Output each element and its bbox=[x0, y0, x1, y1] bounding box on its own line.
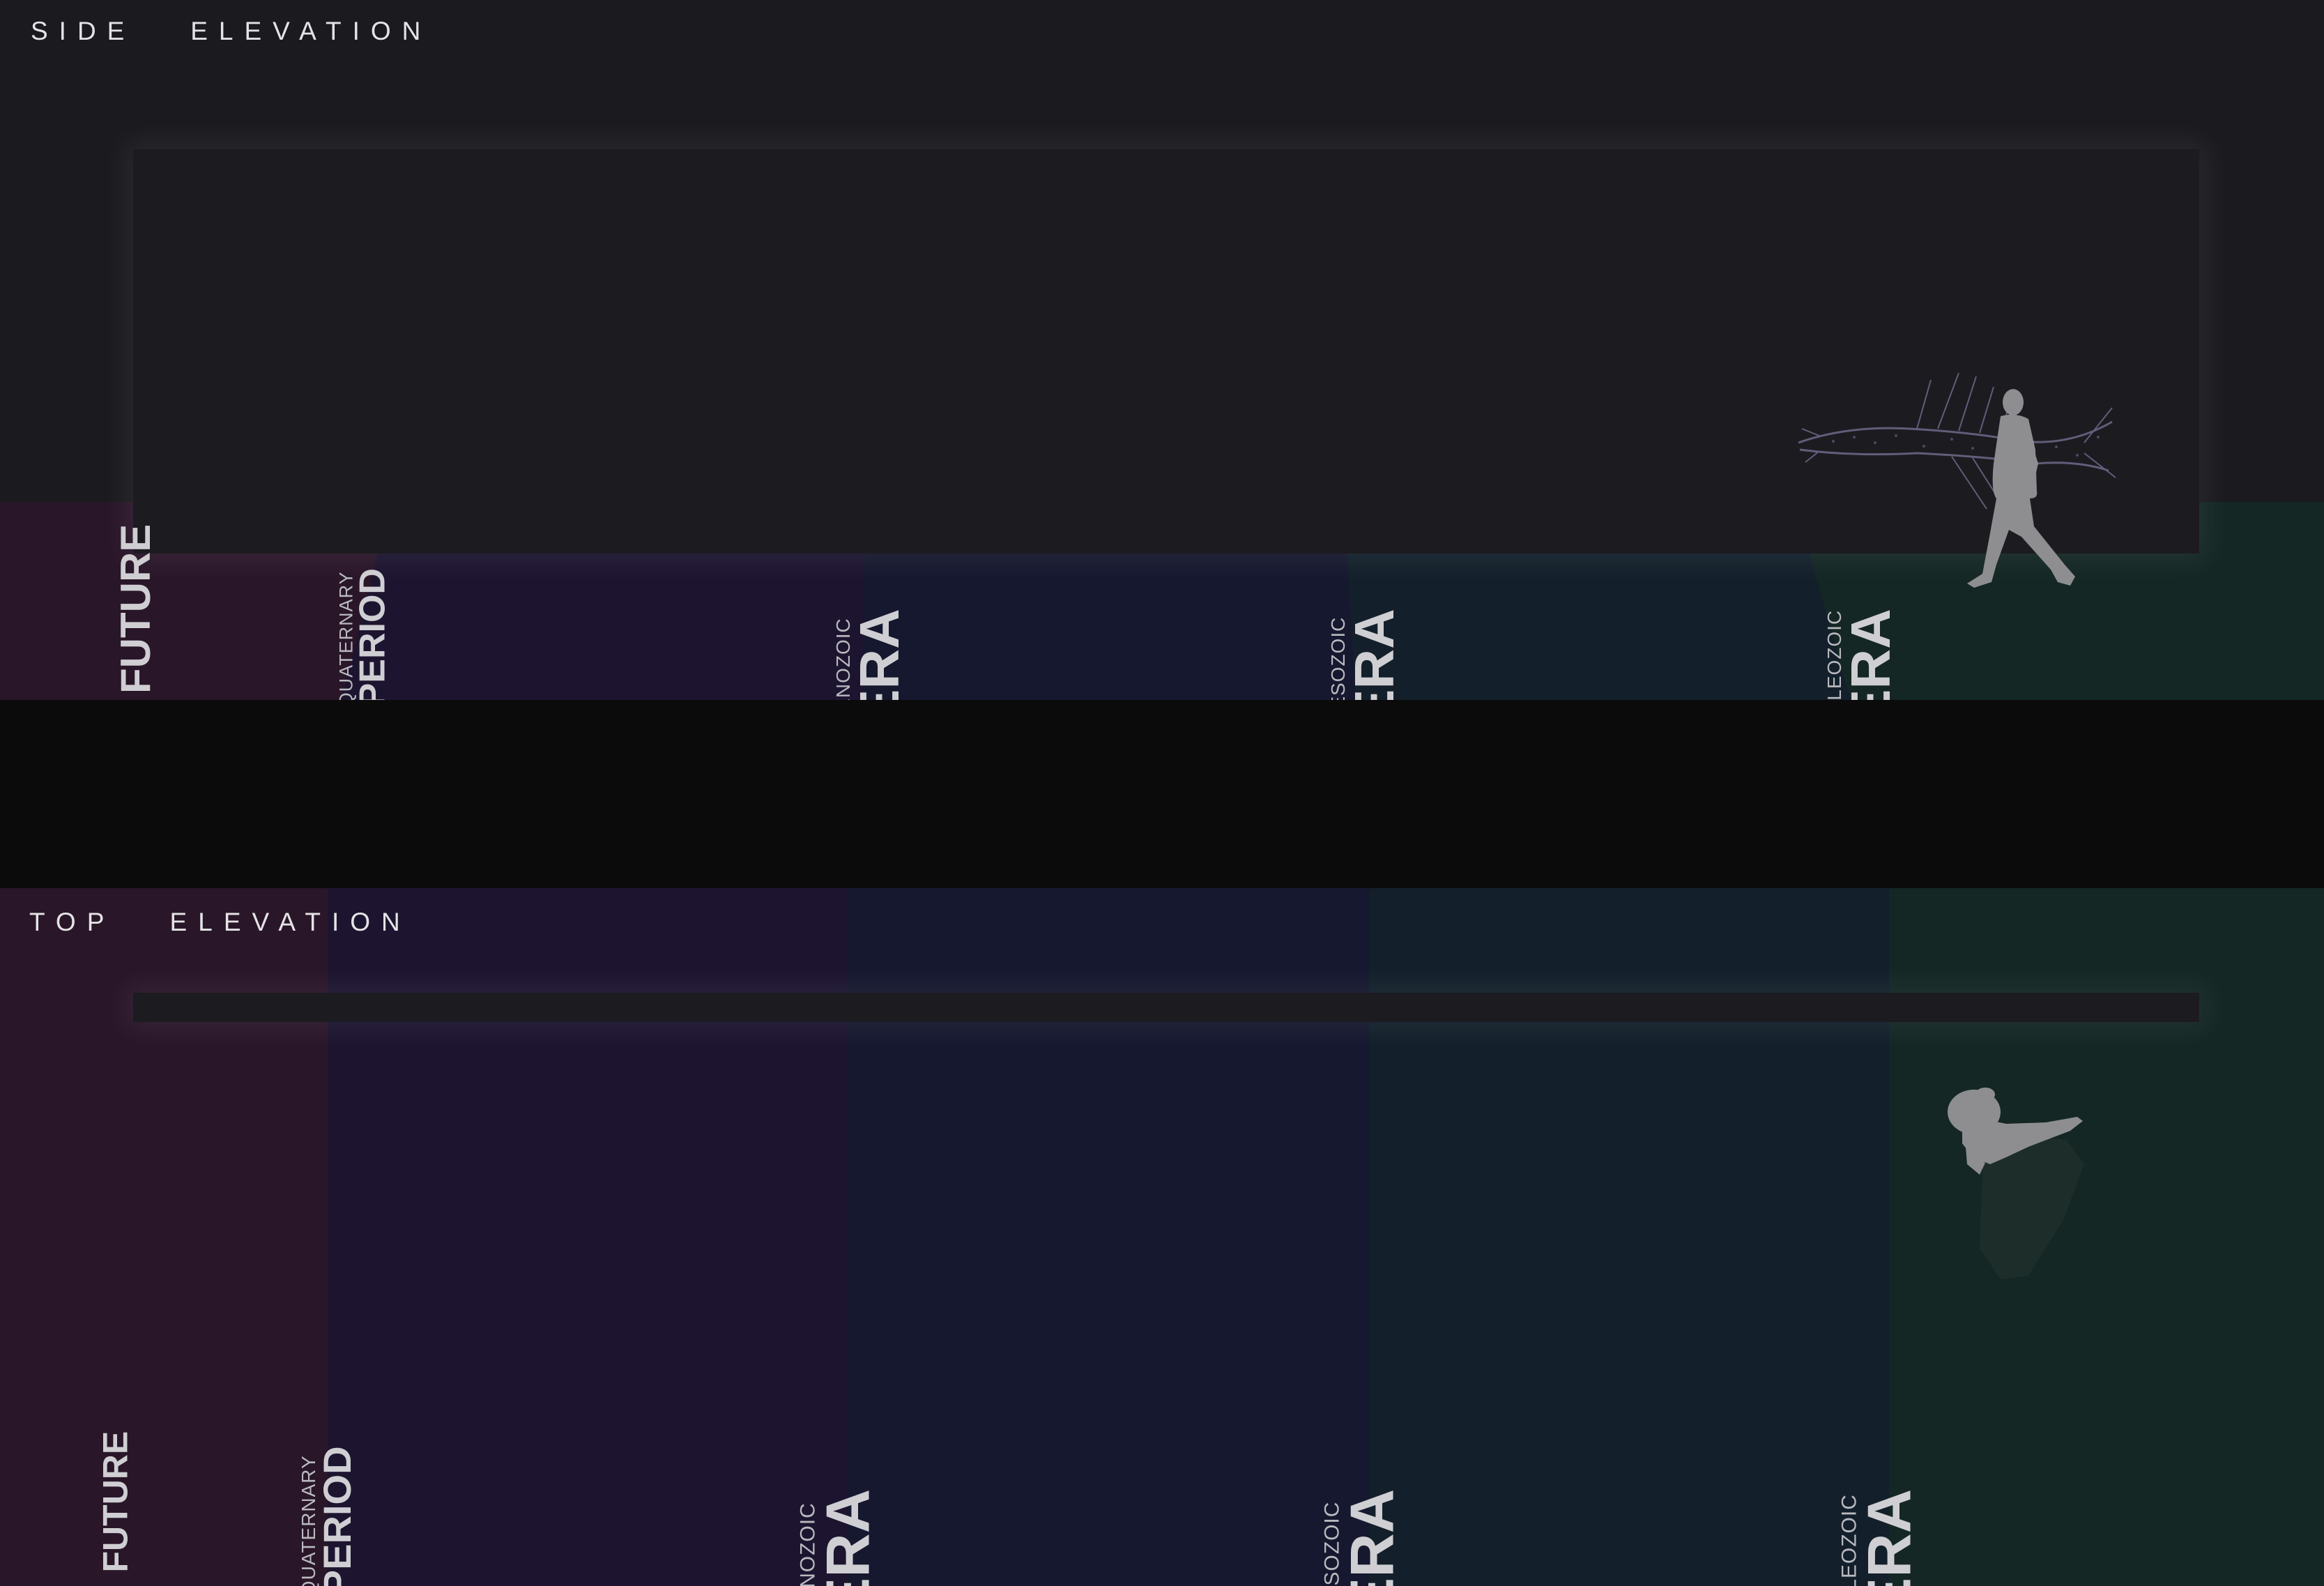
side-label-paleozoic-big: ERA bbox=[1840, 609, 1902, 700]
side-label-mesozoic-big: ERA bbox=[1343, 609, 1405, 700]
top-label-future-text: FUTURE bbox=[95, 1431, 135, 1573]
top-label-paleozoic: PALEOZOIC ERA bbox=[1837, 1488, 1924, 1586]
top-label-cenozoic-big: ERA bbox=[813, 1488, 882, 1586]
side-label-cenozoic-big: ERA bbox=[848, 609, 910, 700]
side-exhibit-wall bbox=[133, 149, 2199, 554]
fish-fossil-icon bbox=[1798, 372, 2116, 510]
side-label-mesozoic: MESOZOIC ERA bbox=[1327, 609, 1405, 700]
person-top-view-icon bbox=[1948, 1088, 2084, 1279]
top-exhibit-wall bbox=[133, 993, 2199, 1022]
side-label-paleozoic: PALEOZOIC ERA bbox=[1824, 609, 1902, 700]
side-label-future-text: FUTURE bbox=[112, 524, 159, 694]
side-elevation-panel: SIDE ELEVATION FUTURE QUATERNARY bbox=[0, 0, 2324, 700]
side-elevation-title: SIDE ELEVATION bbox=[31, 17, 432, 45]
top-label-mesozoic: MESOZOIC ERA bbox=[1320, 1488, 1407, 1586]
walking-person-icon bbox=[1967, 389, 2075, 588]
top-label-mesozoic-big: ERA bbox=[1337, 1488, 1407, 1586]
top-elevation-title: TOP ELEVATION bbox=[29, 908, 411, 936]
top-label-future: FUTURE bbox=[95, 1431, 135, 1573]
section-divider bbox=[0, 700, 2324, 888]
side-label-future: FUTURE bbox=[112, 524, 159, 694]
side-label-quaternary-big: PERIOD bbox=[352, 568, 393, 700]
top-label-quaternary: QUATERNARY PERIOD bbox=[298, 1446, 359, 1586]
side-label-cenozoic: CENOZOIC ERA bbox=[832, 609, 910, 700]
side-label-quaternary: QUATERNARY PERIOD bbox=[336, 568, 393, 700]
top-label-cenozoic: CENOZOIC ERA bbox=[796, 1488, 882, 1586]
top-elevation-panel: TOP ELEVATION FUTURE QUATERNARY PERIOD C… bbox=[0, 888, 2324, 1586]
top-label-quaternary-big: PERIOD bbox=[314, 1446, 359, 1586]
top-label-paleozoic-big: ERA bbox=[1854, 1488, 1924, 1586]
